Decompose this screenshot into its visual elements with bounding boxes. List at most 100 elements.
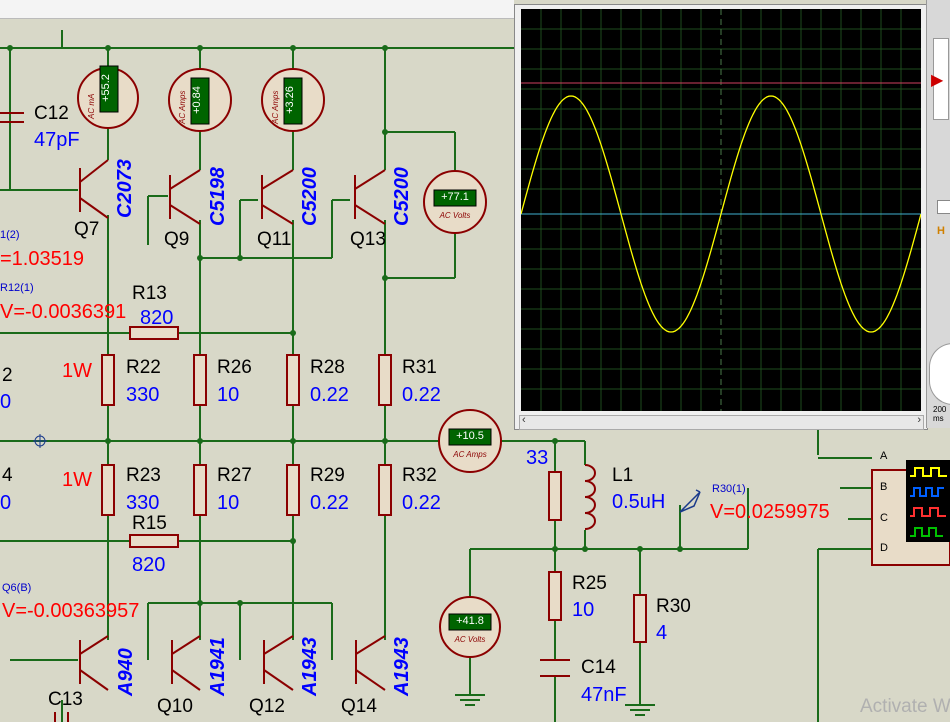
- value-r28: 0.22: [310, 384, 349, 406]
- wires: [0, 30, 872, 722]
- label-r31: R31: [402, 357, 437, 378]
- label-q14: Q14: [341, 696, 377, 717]
- cursor-crosshair-icon: [33, 434, 47, 448]
- value-c14: 47nF: [581, 684, 627, 706]
- label-r25: R25: [572, 573, 607, 594]
- probe-arrow-r30[interactable]: [679, 489, 701, 513]
- inductor-l1: [584, 464, 596, 530]
- title-bar-strip: [0, 0, 514, 19]
- label-c13: C13: [48, 689, 83, 710]
- meter-1-reading: +55.2: [100, 74, 112, 102]
- value-r27: 10: [217, 492, 240, 514]
- meter-bodies: [77, 65, 502, 658]
- value-r29: 0.22: [310, 492, 349, 514]
- power-r23: 1W: [62, 469, 92, 491]
- scope-channel-a: A: [880, 450, 888, 462]
- value-r25: 10: [572, 599, 595, 621]
- power-r22: 1W: [62, 360, 92, 382]
- meter-5-reading: +10.5: [456, 430, 484, 442]
- meter-3-unit: AC Amps: [271, 90, 280, 125]
- value-r26: 10: [217, 384, 240, 406]
- part-q7: C2073: [114, 159, 136, 218]
- scope-channel-d: D: [880, 542, 888, 554]
- oscilloscope-screen: [520, 9, 922, 411]
- value-r23: 330: [126, 492, 160, 514]
- label-r22: R22: [126, 357, 161, 378]
- label-left-r-bot: 4: [2, 465, 13, 486]
- channel-slider[interactable]: [933, 38, 949, 120]
- meter-5-unit: AC Amps: [453, 450, 487, 459]
- capacitors: [0, 112, 570, 722]
- part-q10: A1941: [207, 637, 229, 696]
- label-r28: R28: [310, 357, 345, 378]
- label-r27: R27: [217, 465, 252, 486]
- scope-channel-b: B: [880, 481, 888, 493]
- meter-4-unit: AC Volts: [439, 211, 471, 220]
- value-r32: 0.22: [402, 492, 441, 514]
- ground-symbols: [455, 694, 655, 716]
- label-r23: R23: [126, 465, 161, 486]
- logic-analyzer[interactable]: [871, 460, 950, 566]
- value-c12: 47pF: [34, 129, 80, 151]
- meter-2-reading: +0.84: [191, 86, 203, 114]
- probe-tag-3: Q6(B): [2, 582, 32, 594]
- label-q7: Q7: [74, 219, 100, 240]
- probe-tag-1: 1(2): [0, 229, 20, 241]
- value-left-r-bot: 0: [0, 492, 12, 514]
- label-q13: Q13: [350, 229, 386, 250]
- resistor-bodies: [101, 326, 647, 643]
- tab-horizontal[interactable]: H: [937, 225, 945, 237]
- scope-option-box[interactable]: [937, 200, 950, 214]
- probe-value-4: V=0.0259975: [710, 501, 830, 523]
- trigger-marker-icon: ▶: [931, 72, 944, 89]
- scope-horizontal-scrollbar[interactable]: ‹ ›: [519, 414, 924, 430]
- label-left-r-top: 2: [2, 365, 13, 386]
- label-q10: Q10: [157, 696, 193, 717]
- dial-unit-label: ms: [933, 414, 944, 423]
- value-left-r-top: 0: [0, 391, 12, 413]
- meter-4-reading: +77.1: [441, 191, 469, 203]
- probe-tag-4: R30(1): [712, 483, 746, 495]
- part-q8: A940: [115, 648, 137, 696]
- meter-6-unit: AC Volts: [454, 635, 486, 644]
- label-l1: L1: [612, 465, 634, 486]
- scope-control-panel[interactable]: ▶ H 200 ms: [926, 0, 950, 428]
- label-q12: Q12: [249, 696, 285, 717]
- oscilloscope-trace: [520, 9, 922, 411]
- scroll-right-icon[interactable]: ›: [917, 414, 921, 426]
- value-r30: 4: [656, 622, 668, 644]
- value-rl: 33: [526, 447, 549, 469]
- probe-value-1: =1.03519: [0, 248, 84, 270]
- probe-value-2: V=-0.0036391: [0, 301, 127, 323]
- meter-2-unit: AC Amps: [178, 90, 187, 125]
- value-r22: 330: [126, 384, 160, 406]
- oscilloscope-window[interactable]: ‹ ›: [514, 4, 928, 430]
- label-r32: R32: [402, 465, 437, 486]
- meter-6-reading: +41.8: [456, 615, 484, 627]
- label-r29: R29: [310, 465, 345, 486]
- transistors: [79, 159, 386, 691]
- meter-3-reading: +3.26: [284, 86, 296, 114]
- scroll-left-icon[interactable]: ‹: [522, 414, 526, 426]
- junctions: [7, 45, 683, 606]
- part-q13: C5200: [391, 167, 413, 226]
- value-r13: 820: [140, 307, 174, 329]
- part-q11: C5200: [299, 167, 321, 226]
- label-r26: R26: [217, 357, 252, 378]
- label-r13: R13: [132, 283, 167, 304]
- dial-div-label: 200: [933, 405, 947, 414]
- part-q14: A1943: [391, 637, 413, 696]
- label-r30: R30: [656, 596, 691, 617]
- part-q12: A1943: [299, 637, 321, 696]
- probe-tag-2: R12(1): [0, 282, 34, 294]
- meter-1-unit: AC mA: [87, 93, 96, 119]
- label-r15: R15: [132, 513, 167, 534]
- part-q9: C5198: [207, 167, 229, 226]
- label-q11: Q11: [257, 229, 292, 250]
- label-c12: C12: [34, 103, 69, 124]
- label-q9: Q9: [164, 229, 190, 250]
- value-r15: 820: [132, 554, 166, 576]
- label-c14: C14: [581, 657, 616, 678]
- timebase-dial[interactable]: [929, 343, 950, 405]
